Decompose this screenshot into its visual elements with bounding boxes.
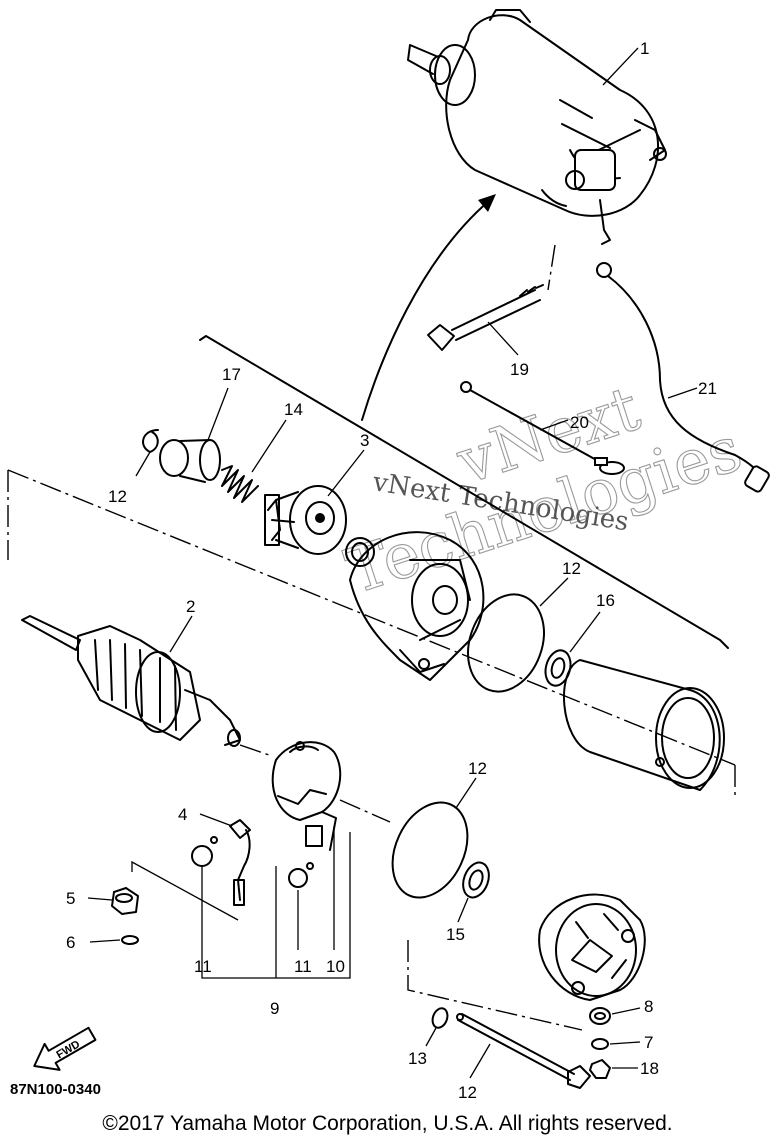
circlip-p13[interactable] bbox=[142, 429, 159, 453]
part-number-p2: 2 bbox=[186, 597, 195, 616]
part-number-p10: 10 bbox=[326, 957, 345, 976]
leader-line-p14 bbox=[469, 1043, 491, 1079]
nut-p8[interactable] bbox=[589, 1007, 611, 1025]
washer-p18[interactable] bbox=[542, 648, 574, 689]
leader-line-p15 bbox=[425, 1027, 437, 1047]
yoke-housing[interactable] bbox=[563, 659, 725, 791]
assembly-arrowhead bbox=[478, 194, 496, 212]
part-number-p15: 13 bbox=[408, 1049, 427, 1068]
part-number-p4: 4 bbox=[178, 805, 187, 824]
group-bracket-upper bbox=[199, 335, 729, 649]
washer-p6[interactable] bbox=[121, 935, 139, 945]
collar-p19[interactable] bbox=[159, 439, 221, 483]
cable-p23[interactable] bbox=[596, 262, 770, 493]
diagram-code: 87N100-0340 bbox=[10, 1081, 101, 1098]
starter-motor-assembly[interactable] bbox=[407, 9, 667, 245]
part-number-p22: 20 bbox=[570, 413, 589, 432]
part-number-p1: 1 bbox=[640, 39, 649, 58]
assembly-arrow bbox=[361, 199, 491, 421]
brush-plate[interactable] bbox=[271, 741, 342, 851]
leader-line-p21 bbox=[487, 321, 519, 356]
part-number-p20: 18 bbox=[640, 1059, 659, 1078]
through-bolt-p14[interactable] bbox=[456, 1013, 591, 1089]
leader-line-p4 bbox=[199, 813, 233, 827]
part-number-p23: 21 bbox=[698, 379, 717, 398]
leader-line-p3 bbox=[327, 449, 365, 497]
part-number-p5: 5 bbox=[66, 889, 75, 908]
lead-wire-p22[interactable] bbox=[460, 381, 625, 475]
center-line-top bbox=[547, 244, 556, 291]
part-number-p6: 6 bbox=[66, 933, 75, 952]
forward-arrow-icon: FWD bbox=[33, 1026, 97, 1071]
part-number-p18: 16 bbox=[596, 591, 615, 610]
leader-line-p18 bbox=[569, 611, 601, 653]
part-number-p8: 8 bbox=[644, 997, 653, 1016]
part-number-p7: 7 bbox=[644, 1033, 653, 1052]
center-line-armature bbox=[239, 744, 273, 757]
leader-line-p1 bbox=[602, 47, 639, 86]
front-cover[interactable] bbox=[349, 531, 485, 681]
nut-p20[interactable] bbox=[589, 1059, 611, 1079]
group-bracket-rear bbox=[407, 940, 583, 1031]
part-number-p11a: 11 bbox=[194, 957, 212, 976]
leader-line-p17 bbox=[457, 897, 469, 923]
part-number-p3: 3 bbox=[360, 431, 369, 450]
part-number-p9: 9 bbox=[270, 999, 279, 1018]
brush-p4[interactable] bbox=[229, 819, 251, 906]
leader-line-p12a bbox=[539, 577, 569, 607]
leader-line-p22 bbox=[539, 419, 569, 431]
fwd-label: FWD bbox=[54, 1038, 82, 1061]
washer-p7[interactable] bbox=[591, 1038, 609, 1050]
group-bracket-lower bbox=[7, 469, 736, 766]
spring-washer-left-p11[interactable] bbox=[191, 836, 218, 867]
nut-p5[interactable] bbox=[111, 887, 139, 915]
part-number-p13: 12 bbox=[108, 487, 127, 506]
part-number-p12a: 12 bbox=[562, 559, 581, 578]
spring-washer-right-p11[interactable] bbox=[288, 862, 314, 888]
armature-p2[interactable] bbox=[21, 615, 241, 747]
clutch-gear-p3[interactable] bbox=[264, 485, 347, 555]
o-ring-p15[interactable] bbox=[430, 1006, 450, 1030]
washer-p17[interactable] bbox=[459, 859, 494, 901]
bolt-p21[interactable] bbox=[427, 284, 544, 351]
o-ring-lower-p12[interactable] bbox=[378, 790, 482, 909]
part-number-p19: 17 bbox=[222, 365, 241, 384]
leader-line-p23 bbox=[667, 387, 698, 399]
center-line-brush bbox=[339, 799, 391, 823]
leader-line-p13 bbox=[135, 451, 151, 477]
rear-cover[interactable] bbox=[538, 893, 646, 1001]
oil-seal[interactable] bbox=[345, 537, 375, 567]
part-number-p14: 12 bbox=[458, 1083, 477, 1102]
leader-line-p8 bbox=[611, 1007, 641, 1015]
leader-line-p5 bbox=[87, 897, 113, 901]
part-number-p21: 19 bbox=[510, 360, 529, 379]
part-number-p17: 15 bbox=[446, 925, 465, 944]
copyright-notice: ©2017 Yamaha Motor Corporation, U.S.A. A… bbox=[102, 1112, 673, 1135]
group-bracket-5-6 bbox=[131, 860, 239, 921]
leader-line-p16 bbox=[251, 419, 287, 473]
o-ring-upper-p12[interactable] bbox=[455, 584, 557, 703]
part-number-p12b: 12 bbox=[468, 759, 487, 778]
part-number-p11b: 11 bbox=[294, 957, 312, 976]
leader-line-p2 bbox=[169, 615, 193, 653]
leader-line-p7 bbox=[609, 1041, 641, 1045]
leader-line-p12b bbox=[455, 777, 477, 809]
part-number-p16: 14 bbox=[284, 400, 303, 419]
leader-line-p19 bbox=[207, 387, 229, 441]
leader-line-p6 bbox=[89, 939, 121, 943]
spring-p16[interactable] bbox=[221, 465, 259, 503]
